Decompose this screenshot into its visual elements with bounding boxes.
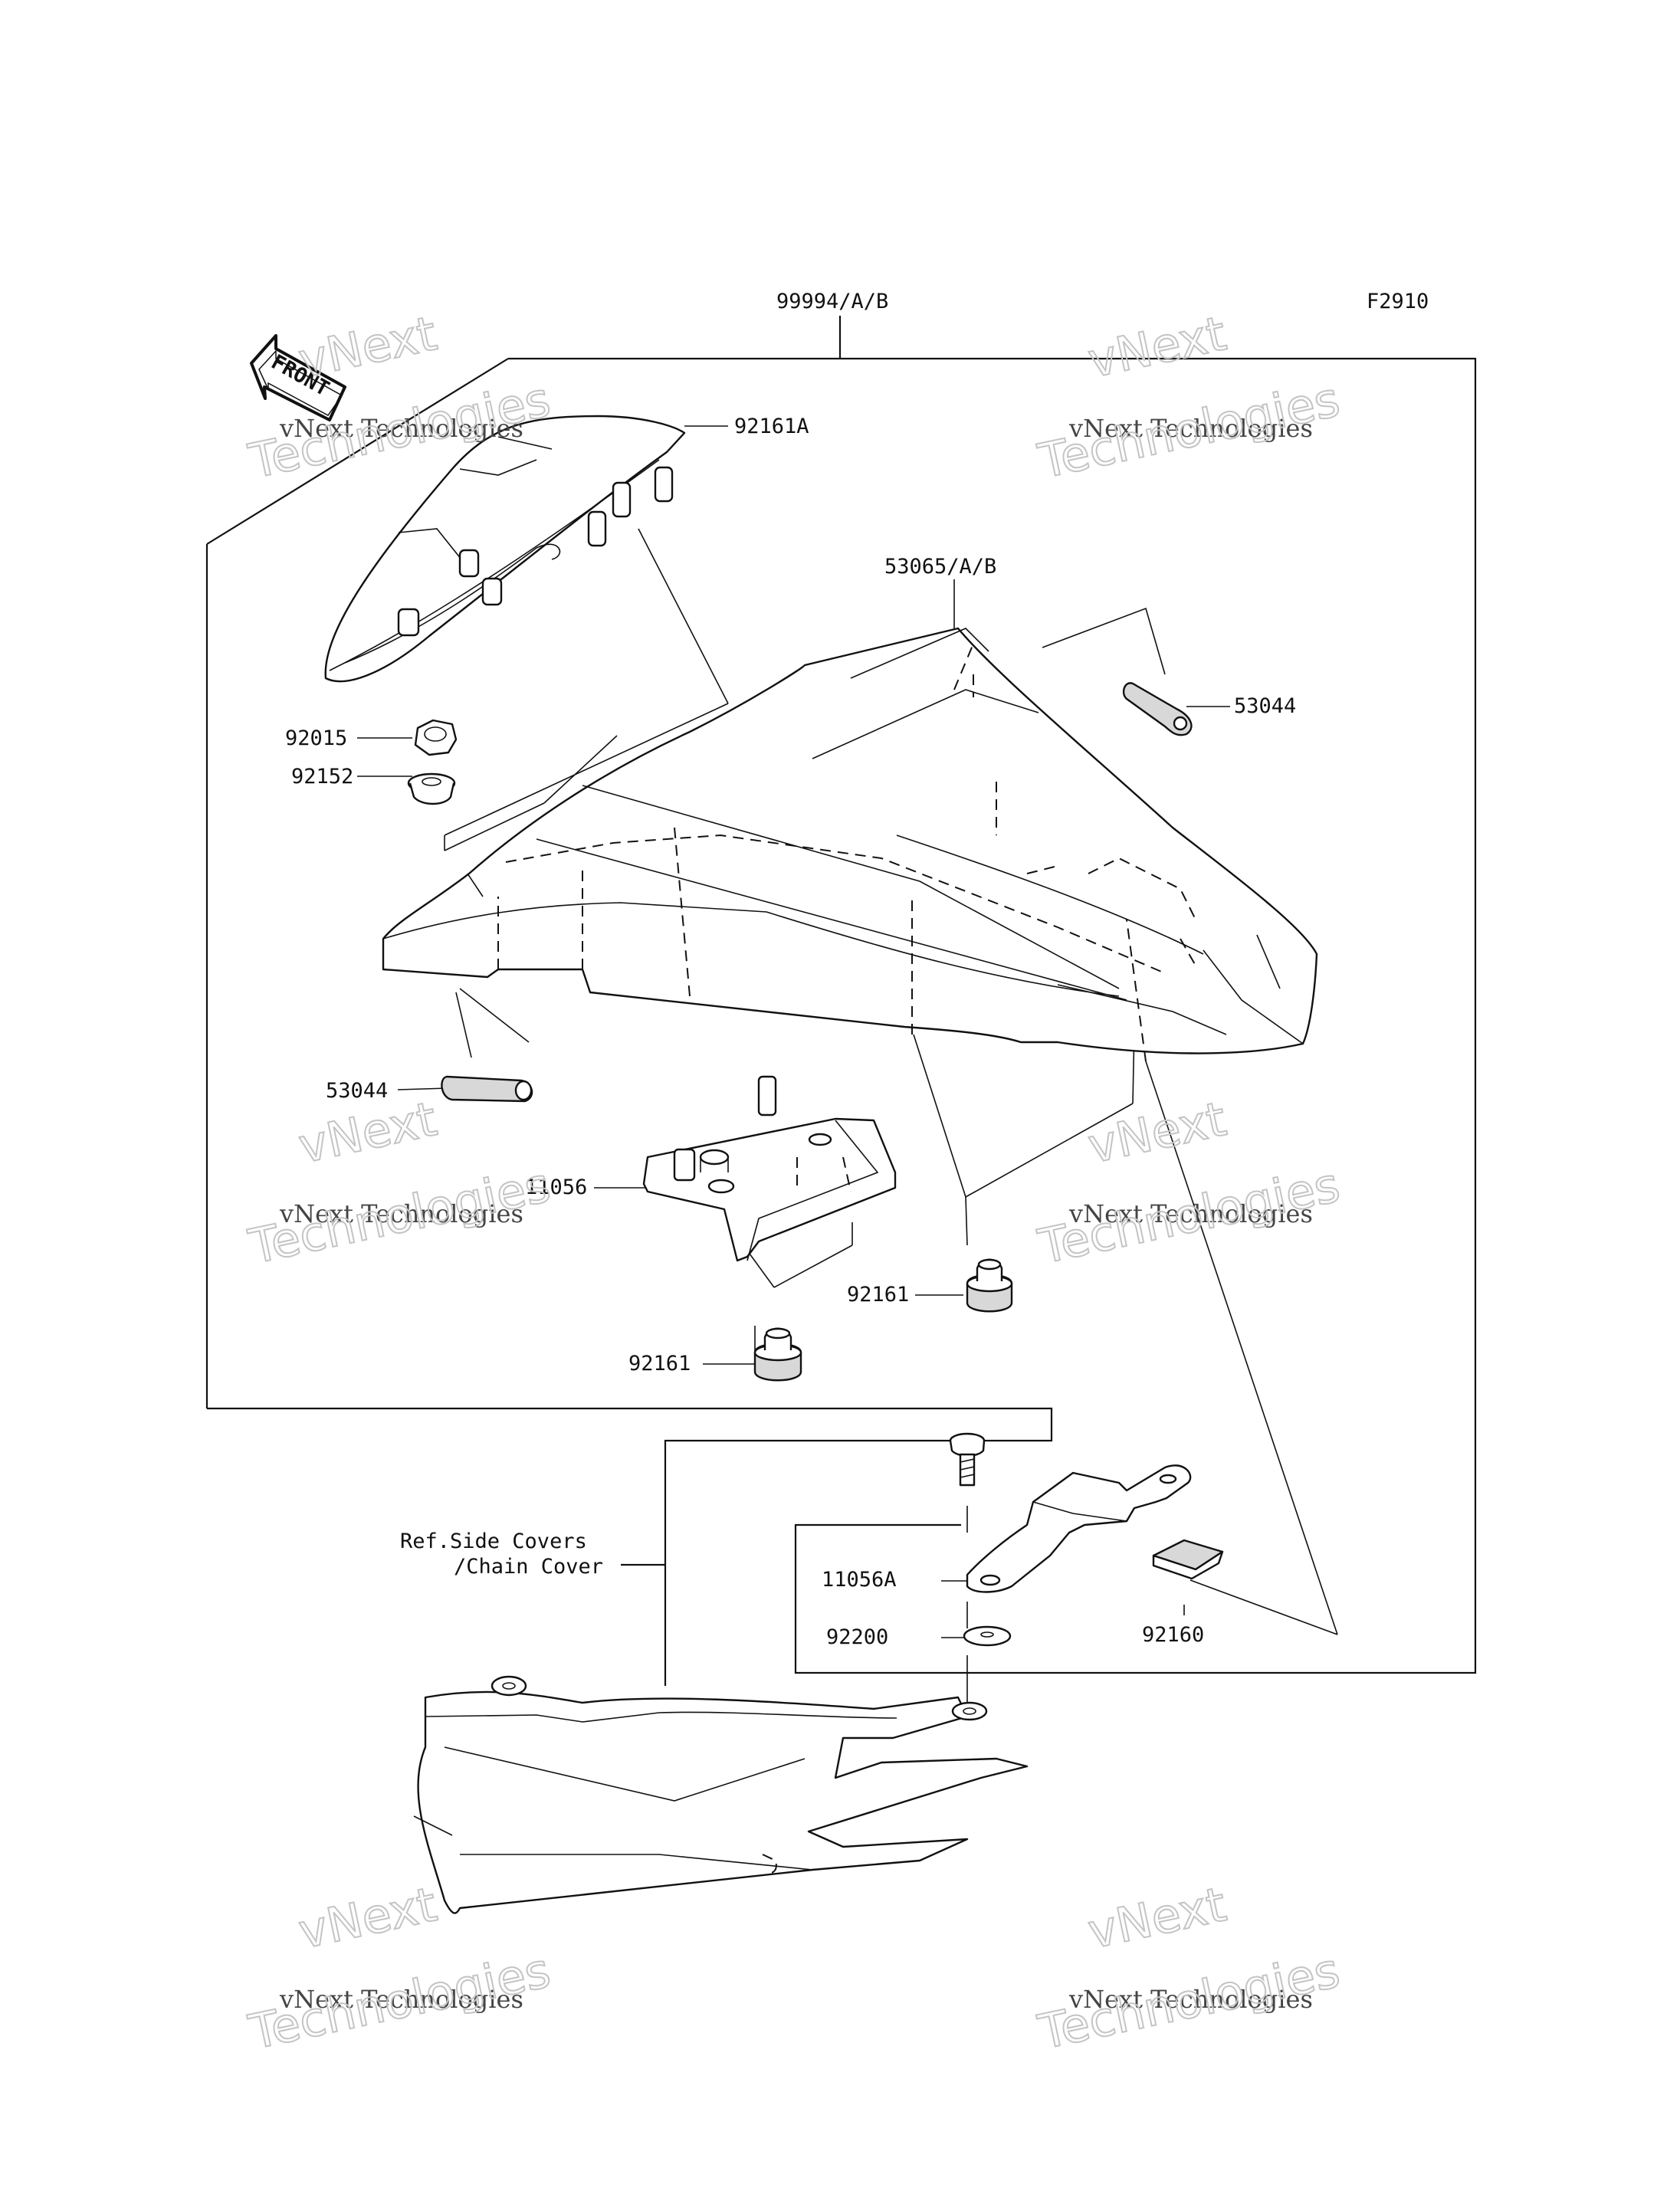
watermark-line3: Technologies — [244, 1156, 555, 1274]
damper-left-part — [753, 1327, 802, 1382]
callout-92161-left: 92161 — [628, 1352, 691, 1376]
watermark-line2: vNext Technologies — [1068, 1985, 1313, 2014]
leader-lines — [357, 425, 1338, 1707]
clip-left-part — [441, 1075, 533, 1103]
clip-right-part — [1122, 682, 1193, 736]
watermark-line1: vNext — [1083, 1090, 1230, 1174]
damper-right-part — [966, 1258, 1013, 1313]
callout-92161A: 92161A — [734, 415, 809, 438]
seat-pad-part — [324, 415, 686, 683]
pad-part — [1152, 1539, 1224, 1580]
watermark-mid-left: vNext vNext Technologies Technologies — [243, 1090, 556, 1275]
callout-11056: 11056 — [525, 1176, 587, 1199]
watermark-line1: vNext — [294, 1876, 441, 1959]
callout-53065: 53065/A/B — [884, 555, 996, 579]
watermark-bottom-right: vNext vNext Technologies Technologies — [1032, 1875, 1345, 2061]
callout-92152: 92152 — [291, 765, 353, 789]
reference-note-line1: Ref.Side Covers — [400, 1530, 587, 1553]
watermark-line2: vNext Technologies — [279, 1199, 523, 1228]
watermark-line1: vNext — [294, 1090, 441, 1174]
assembly-frame — [205, 316, 1477, 1686]
bolt-part — [949, 1432, 986, 1487]
assembly-label: 99994/A/B — [776, 290, 888, 313]
watermark-line1: vNext — [1083, 1876, 1230, 1959]
watermark-line2: vNext Technologies — [1068, 1199, 1313, 1228]
bracket-part — [642, 1075, 897, 1262]
callout-11056A: 11056A — [822, 1568, 897, 1592]
watermark-line1: vNext — [294, 305, 441, 389]
watermark-line3: Technologies — [244, 1942, 555, 2060]
nut-part — [414, 719, 458, 756]
callout-92161-right: 92161 — [847, 1283, 909, 1307]
reference-note-line2: /Chain Cover — [454, 1555, 603, 1579]
watermark-mid-right: vNext vNext Technologies Technologies — [1032, 1090, 1345, 1275]
callout-92015: 92015 — [285, 726, 347, 750]
watermark-line3: Technologies — [1033, 371, 1344, 489]
watermark-top-right: vNext vNext Technologies Technologies — [1032, 304, 1345, 490]
collar-part — [407, 772, 456, 805]
watermark-line3: Technologies — [1033, 1156, 1344, 1274]
lower-bracket-part — [966, 1464, 1192, 1593]
watermark-line3: Technologies — [1033, 1942, 1344, 2060]
callout-53044-right: 53044 — [1234, 694, 1296, 718]
seat-cover-part — [382, 627, 1318, 1062]
watermark-line2: vNext Technologies — [279, 414, 523, 443]
watermark-line1: vNext — [1083, 305, 1230, 389]
washer-part — [963, 1625, 1012, 1647]
figure-code: F2910 — [1367, 290, 1429, 313]
callout-92160: 92160 — [1142, 1623, 1204, 1647]
watermark-line2: vNext Technologies — [1068, 414, 1313, 443]
callout-53044-left: 53044 — [326, 1079, 388, 1103]
side-cover-part — [413, 1675, 1029, 1914]
watermark-line2: vNext Technologies — [279, 1985, 523, 2014]
callout-92200: 92200 — [826, 1625, 888, 1649]
callout-labels: F2910 99994/A/B 92161A 53065/A/B 53044 9… — [285, 290, 1429, 1649]
